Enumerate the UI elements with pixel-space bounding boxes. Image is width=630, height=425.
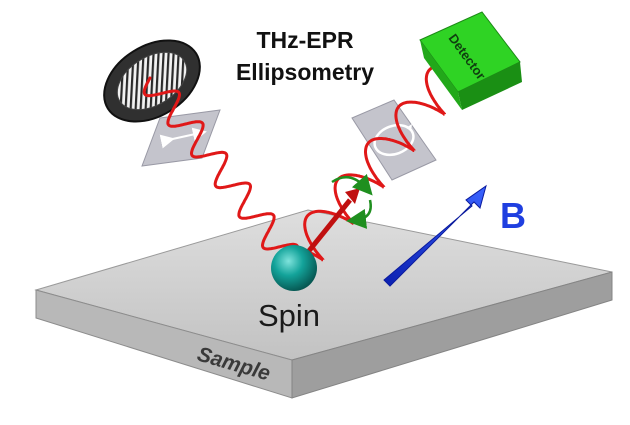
spin-sphere-icon <box>271 245 317 291</box>
reflected-beam-helix <box>303 64 458 262</box>
title-line-2: Ellipsometry <box>236 59 374 85</box>
field-label: B <box>500 195 526 236</box>
incoming-beam-wave <box>142 76 300 264</box>
sample-slab-icon <box>34 209 613 399</box>
magnetic-field-arrow-icon <box>383 184 487 287</box>
linear-polarization-plate-icon <box>141 109 221 167</box>
spin-label: Spin <box>258 298 320 333</box>
wire-grid-polarizer-icon <box>103 39 201 123</box>
title-line-1: THz-EPR <box>256 27 354 53</box>
sample-side-face <box>291 271 613 399</box>
detector-box-icon: Detector <box>419 11 522 110</box>
